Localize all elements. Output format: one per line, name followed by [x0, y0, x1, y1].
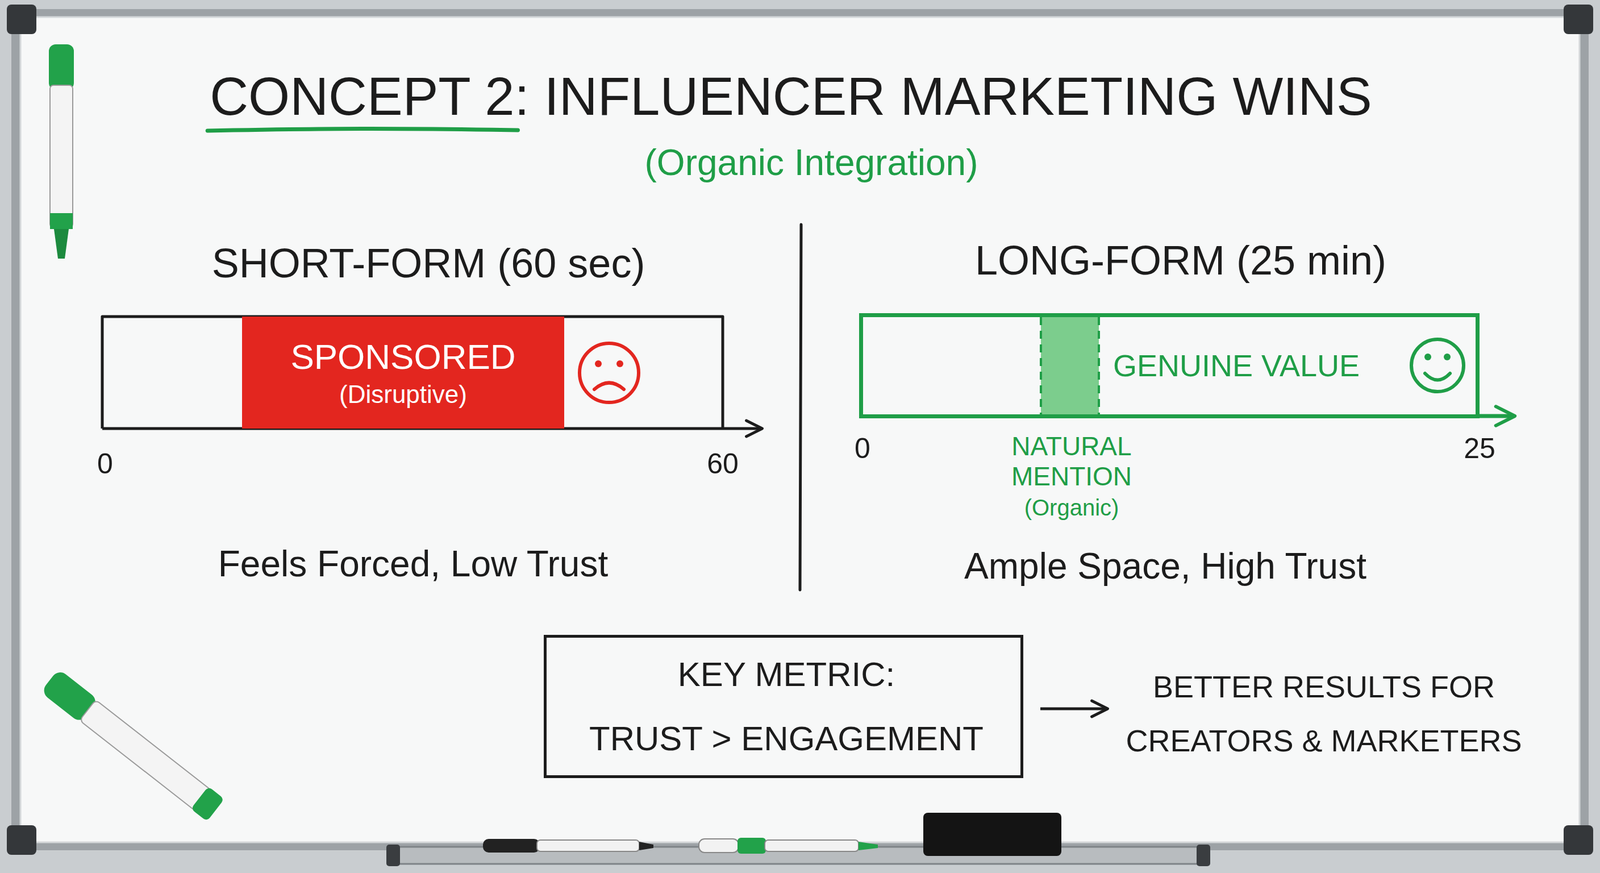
label-text: 60: [706, 447, 739, 481]
segment-edge: [1040, 317, 1099, 415]
label-text: 0: [854, 432, 871, 466]
eraser: [923, 812, 1062, 856]
smiley-face: [1411, 339, 1464, 392]
node-heading: SPONSORED: [290, 336, 516, 377]
face-outline: [579, 343, 639, 403]
leader-group: [207, 128, 1106, 709]
title-underline: [207, 128, 518, 131]
marker-tip: [53, 228, 69, 259]
marker-band: [50, 213, 73, 229]
time-axis: [1477, 414, 1513, 419]
face-outline: [1411, 339, 1464, 392]
marker-band: [737, 837, 766, 854]
frame-corner: [6, 4, 37, 35]
marker-tip: [639, 841, 654, 850]
label-text: (Organic): [1024, 494, 1120, 521]
label-text: (Organic Integration): [644, 142, 979, 185]
face-mouth: [1425, 373, 1450, 381]
frame-corner: [6, 825, 37, 855]
green-marker: [698, 837, 878, 854]
black-marker: [482, 838, 654, 853]
divider-line: [800, 224, 802, 590]
label-text: NATURAL MENTION: [986, 431, 1157, 492]
marker-body: [698, 838, 739, 853]
board-frame: [11, 9, 1589, 850]
marker-body: [79, 699, 212, 811]
frame-corner: [1563, 4, 1594, 35]
sad-face: [579, 343, 639, 403]
result-arrow: [1040, 707, 1106, 711]
frame-corner: [1563, 825, 1594, 855]
face-eye: [1424, 353, 1432, 361]
marker-end: [190, 786, 225, 822]
timeline-bar: [102, 316, 723, 429]
label-text: Ample Space, High Trust: [964, 545, 1367, 588]
marker-body: [536, 839, 640, 852]
node-heading: GENUINE VALUE: [1113, 347, 1360, 383]
node-body: (Disruptive): [339, 380, 468, 410]
marker-body: [764, 839, 859, 852]
face-eye: [616, 360, 624, 368]
face-eye: [1443, 353, 1451, 361]
title: CONCEPT 2: INFLUENCER MARKETING WINS: [209, 65, 1373, 128]
label-text: 0: [97, 447, 114, 481]
face-mouth: [594, 382, 624, 390]
tray-cap: [1196, 844, 1211, 866]
face-eye: [594, 360, 602, 368]
metric-box: KEY METRIC: TRUST > ENGAGEMENT: [543, 634, 1024, 778]
node-body: TRUST > ENGAGEMENT: [589, 718, 984, 758]
green-marker: [40, 668, 225, 822]
board-surface: [20, 17, 1580, 843]
label-text: Feels Forced, Low Trust: [218, 543, 608, 586]
marker-cap: [482, 838, 540, 853]
timeline-bar: GENUINE VALUE: [859, 313, 1480, 419]
node-heading: KEY METRIC:: [677, 654, 895, 694]
mention-segment: [1040, 317, 1099, 415]
tray-cap: [386, 844, 400, 866]
label-text: LONG-FORM (25 min): [975, 236, 1387, 285]
marker-tip: [858, 841, 878, 850]
label-text: 25: [1463, 432, 1496, 466]
label-text: BETTER RESULTS FOR CREATORS & MARKETERS: [1096, 659, 1552, 768]
sponsored-segment: SPONSORED(Disruptive): [242, 316, 565, 429]
label-text: SHORT-FORM (60 sec): [211, 239, 646, 287]
marker-body: [50, 85, 73, 228]
green-marker: [48, 44, 74, 259]
marker-cap: [48, 44, 74, 90]
